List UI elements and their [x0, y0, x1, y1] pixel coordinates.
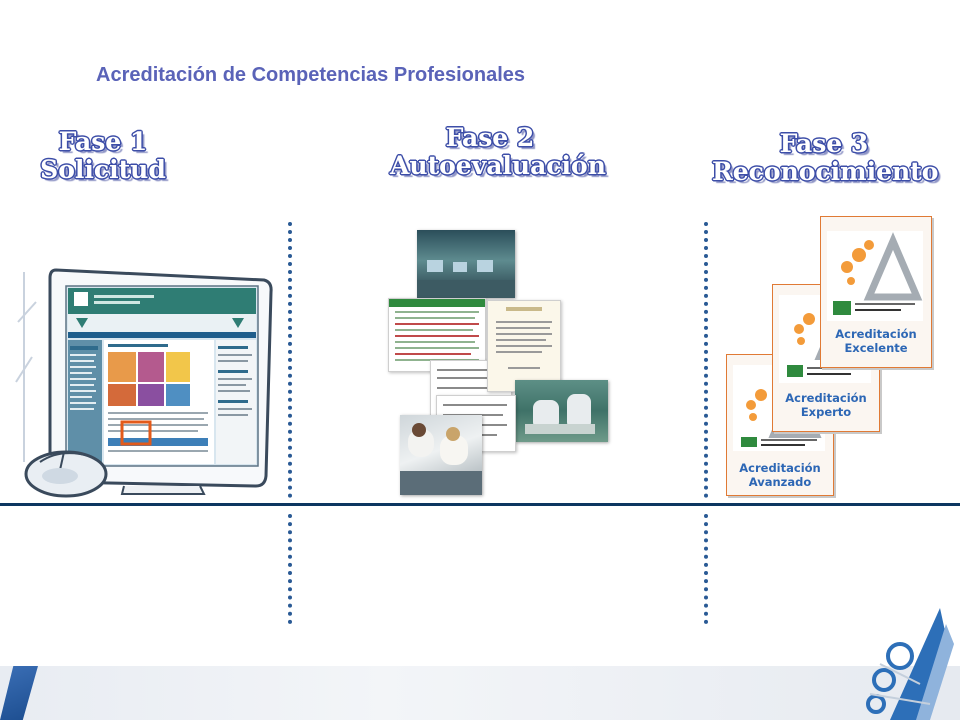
footer-band [0, 666, 960, 720]
phase-1-name: Solicitud [40, 155, 166, 184]
page-title: Acreditación de Competencias Profesional… [96, 64, 526, 86]
certificate-letter-document [487, 300, 561, 392]
computer-monitor-icon [15, 268, 273, 495]
separator-1-upper [288, 222, 292, 498]
professionals-meeting-photo [400, 415, 482, 495]
phase-2-name: Autoevaluación [390, 151, 606, 180]
phase-2-heading: Fase 2 Autoevaluación [390, 123, 606, 180]
computer-room-photo [417, 230, 515, 298]
timeline-baseline [0, 503, 960, 506]
phase-1-number: Fase 1 [58, 127, 148, 156]
medical-training-photo [515, 380, 608, 442]
phase-3-heading: Fase 3 Reconocimiento [712, 129, 939, 186]
certificate-avanzado-label: Acreditación Avanzado [727, 461, 833, 489]
certificate-excelente-line1: Acreditación [835, 327, 917, 341]
separator-2-upper [704, 222, 708, 498]
certificate-excelente-line2: Excelente [844, 341, 908, 355]
spreadsheet-document [388, 298, 486, 372]
certificate-excelente: Acreditación Excelente [820, 216, 932, 368]
certificate-excelente-label: Acreditación Excelente [821, 327, 931, 355]
decorative-rings-icon [866, 608, 954, 720]
phase-1-heading: Fase 1 Solicitud [40, 128, 166, 184]
phase-3-name: Reconocimiento [712, 157, 939, 186]
separator-1-lower [288, 514, 292, 624]
separator-2-lower [704, 514, 708, 624]
certificate-experto-line2: Experto [800, 405, 852, 419]
certificate-avanzado-line1: Acreditación [739, 461, 821, 475]
phase-3-number: Fase 3 [779, 129, 869, 158]
computer-mouse-icon [24, 450, 108, 498]
certificate-avanzado-line2: Avanzado [748, 475, 812, 489]
certificate-experto-label: Acreditación Experto [773, 391, 879, 419]
certificate-experto-line1: Acreditación [785, 391, 867, 405]
phase-2-number: Fase 2 [445, 123, 535, 152]
acsa-logo-icon [827, 231, 923, 321]
